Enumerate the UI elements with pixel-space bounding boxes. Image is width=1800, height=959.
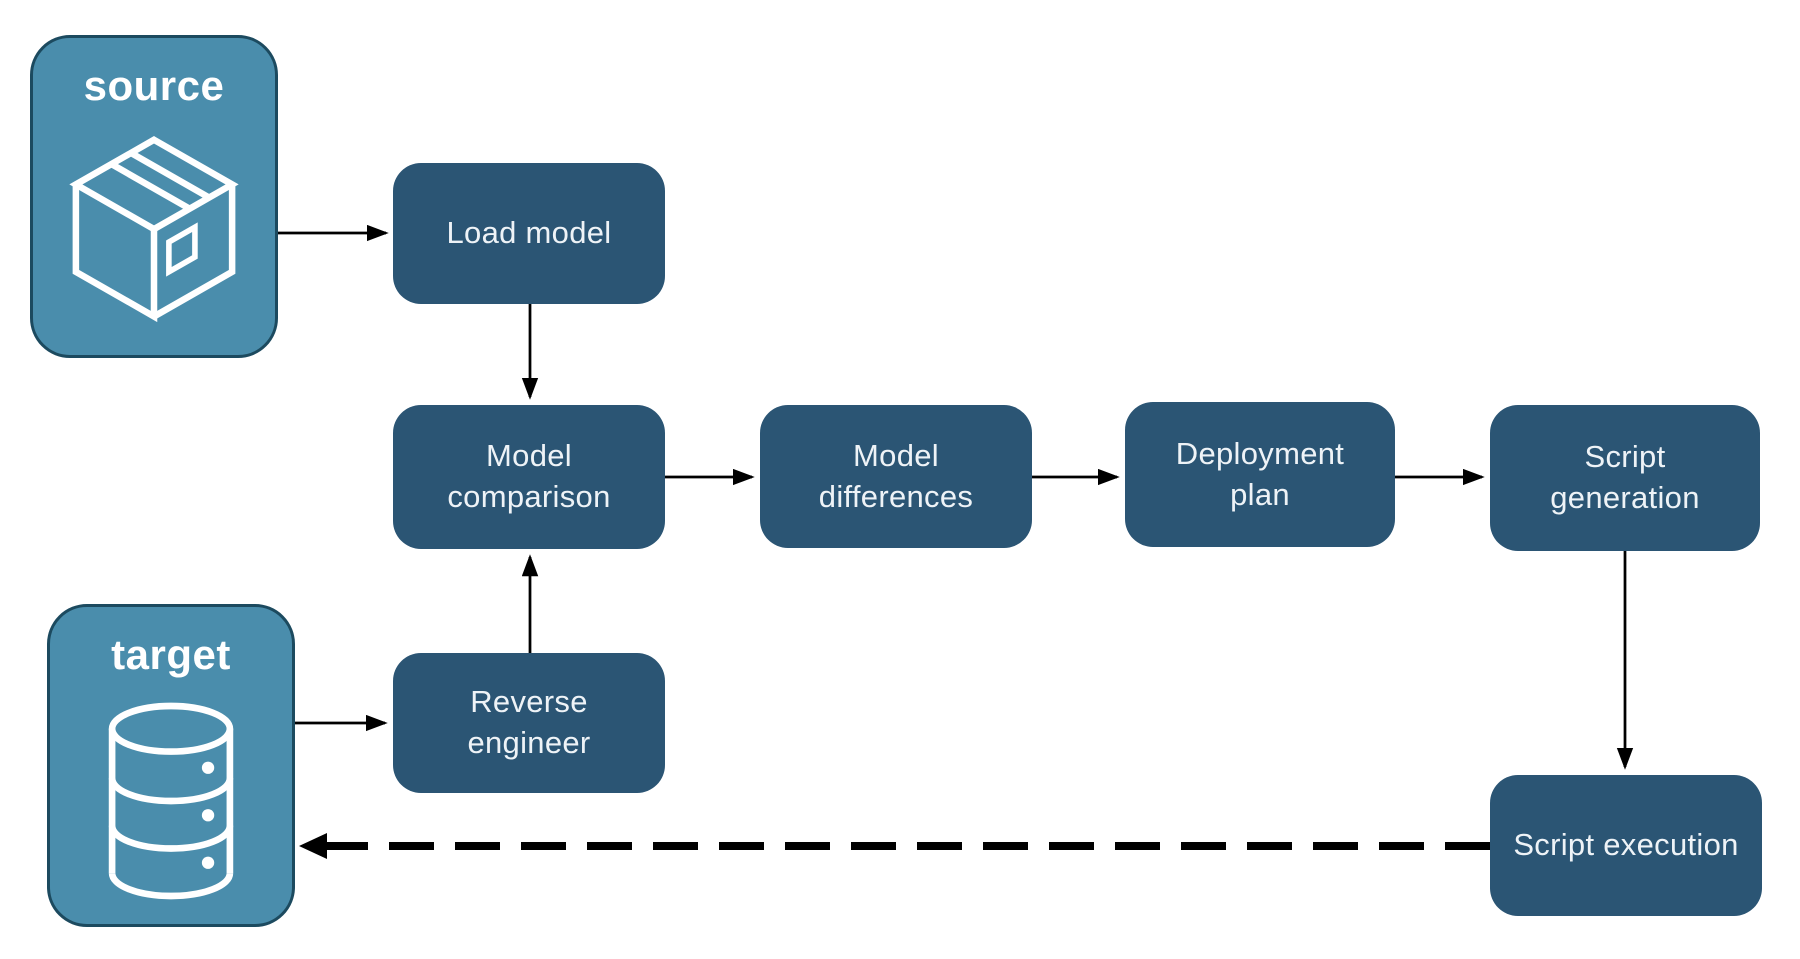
node-label: Reverse engineer (467, 684, 591, 760)
node-target: target (47, 604, 295, 927)
node-label: Model comparison (447, 438, 611, 514)
node-reverse-engineer: Reverse engineer (393, 653, 665, 793)
node-deployment-plan: Deployment plan (1125, 402, 1395, 547)
node-label: Script execution (1513, 827, 1739, 863)
node-label: Script generation (1550, 439, 1700, 515)
node-model-comparison: Model comparison (393, 405, 665, 549)
package-icon (69, 136, 239, 323)
node-script-execution: Script execution (1490, 775, 1762, 916)
node-source: source (30, 35, 278, 358)
source-title: source (83, 62, 225, 109)
node-model-differences: Model differences (760, 405, 1032, 548)
node-label: Deployment plan (1175, 435, 1345, 512)
target-title: target (111, 631, 231, 678)
node-label: Load model (446, 215, 612, 251)
node-label: Model differences (818, 437, 974, 514)
node-script-generation: Script generation (1490, 405, 1760, 551)
node-load-model: Load model (393, 163, 665, 304)
database-icon (108, 702, 234, 900)
